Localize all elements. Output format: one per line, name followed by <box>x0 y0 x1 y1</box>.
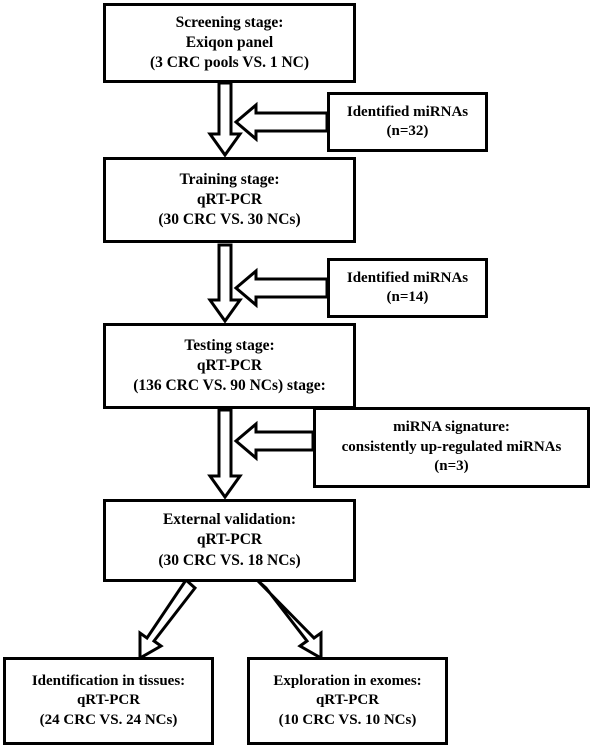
external-line-2: qRT-PCR <box>196 531 263 549</box>
node-external-validation[interactable]: External validation: qRT-PCR (30 CRC VS.… <box>103 499 356 582</box>
signature-line-1: miRNA signature: <box>393 419 510 436</box>
screening-line-1: Screening stage: <box>175 13 284 31</box>
node-screening-stage[interactable]: Screening stage: Exiqon panel (3 CRC poo… <box>103 3 356 83</box>
identified14-line-2: (n=14) <box>386 289 429 305</box>
node-mirna-signature[interactable]: miRNA signature: consistently up-regulat… <box>313 407 590 488</box>
testing-line-2: qRT-PCR <box>196 356 263 374</box>
training-line-3: (30 CRC VS. 30 NCs) <box>158 211 301 229</box>
node-exploration-in-exomes[interactable]: Exploration in exomes: qRT-PCR (10 CRC V… <box>247 657 448 745</box>
arrow-signature-to-trunk <box>233 420 315 462</box>
node-training-stage[interactable]: Training stage: qRT-PCR (30 CRC VS. 30 N… <box>103 157 356 243</box>
arrow-identified14-to-trunk <box>233 267 329 309</box>
testing-line-3: (136 CRC VS. 90 NCs) stage: <box>133 377 326 395</box>
external-line-1: External validation: <box>162 511 297 529</box>
node-testing-stage[interactable]: Testing stage: qRT-PCR (136 CRC VS. 90 N… <box>103 323 356 409</box>
tissues-line-1: Identification in tissues: <box>31 672 186 689</box>
signature-line-3: (n=3) <box>434 458 469 475</box>
tissues-line-2: qRT-PCR <box>76 692 141 709</box>
external-line-3: (30 CRC VS. 18 NCs) <box>158 551 301 569</box>
node-identification-in-tissues[interactable]: Identification in tissues: qRT-PCR (24 C… <box>3 657 214 745</box>
arrow-external-to-exomes <box>255 578 323 661</box>
arrow-training-to-testing <box>207 243 243 324</box>
arrow-identified32-to-trunk <box>233 101 329 143</box>
identified32-line-2: (n=32) <box>386 123 429 139</box>
identified32-line-1: Identified miRNAs <box>346 103 469 120</box>
signature-line-2: consistently up-regulated miRNAs <box>341 438 562 455</box>
node-identified-mirnas-14[interactable]: Identified miRNAs (n=14) <box>327 258 488 318</box>
arrow-screening-to-training <box>207 81 243 158</box>
exomes-line-1: Exploration in exomes: <box>273 672 422 689</box>
exomes-line-3: (10 CRC VS. 10 NCs) <box>278 711 417 728</box>
arrow-external-to-tissues <box>138 577 198 661</box>
tissues-line-3: (24 CRC VS. 24 NCs) <box>39 711 178 728</box>
exomes-line-2: qRT-PCR <box>315 692 380 709</box>
screening-line-2: Exiqon panel <box>185 33 274 51</box>
training-line-2: qRT-PCR <box>196 190 263 208</box>
node-identified-mirnas-32[interactable]: Identified miRNAs (n=32) <box>327 92 488 152</box>
screening-line-3: (3 CRC pools VS. 1 NC) <box>149 54 310 72</box>
arrow-testing-to-external <box>207 408 243 500</box>
training-line-1: Training stage: <box>179 170 280 188</box>
identified14-line-1: Identified miRNAs <box>346 269 469 286</box>
testing-line-1: Testing stage: <box>184 336 275 354</box>
